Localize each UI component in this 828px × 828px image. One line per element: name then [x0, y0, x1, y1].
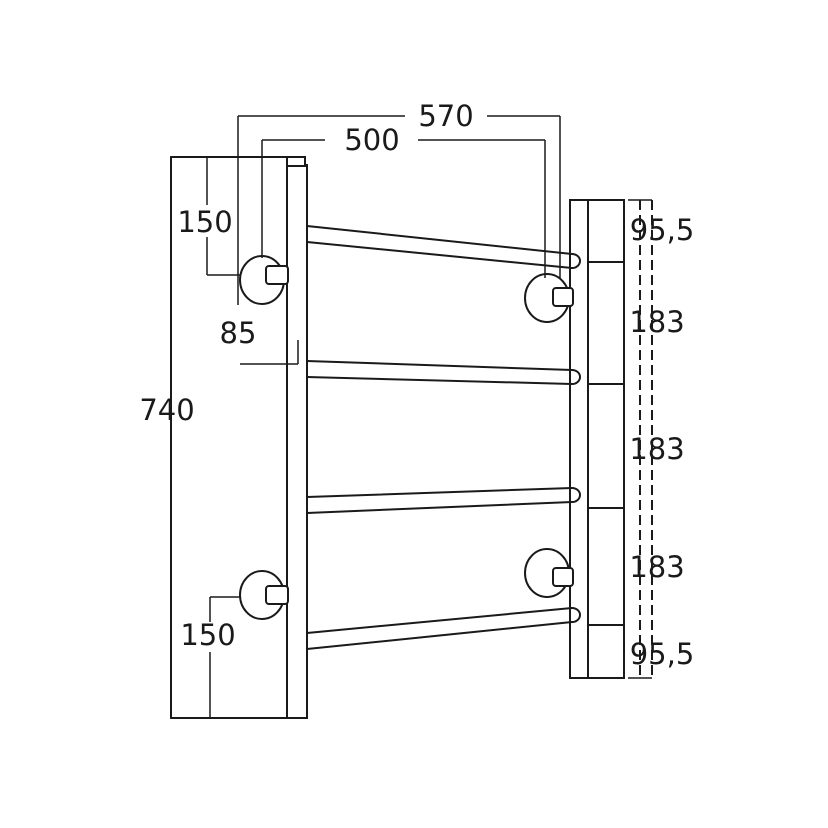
- dimension-right-chain: [628, 199, 653, 679]
- dimension-183-2: 183: [629, 432, 684, 466]
- dimension-500-lines: [261, 139, 546, 278]
- bracket-bottom-right: [524, 548, 574, 598]
- bracket-top-right: [524, 273, 574, 323]
- dimension-150-bottom-lines: [209, 596, 240, 718]
- dimension-570: 570: [418, 99, 473, 133]
- dimension-570-lines: [237, 115, 561, 305]
- dimension-150-top-lines: [206, 157, 240, 276]
- dimension-85-lines: [240, 340, 299, 365]
- dimension-95-5-bottom: 95,5: [630, 637, 695, 671]
- dimension-500: 500: [344, 123, 399, 157]
- dimension-150-bottom: 150: [180, 618, 235, 652]
- rail-bar-1: [306, 225, 581, 269]
- dimension-95-5-top: 95,5: [630, 213, 695, 247]
- dimension-183-1: 183: [629, 305, 684, 339]
- dimension-150-top: 150: [177, 205, 232, 239]
- rail-bar-4: [306, 607, 581, 650]
- bracket-top-left: [239, 255, 289, 305]
- dimension-183-3: 183: [629, 550, 684, 584]
- dimension-85: 85: [220, 316, 257, 350]
- left-upright: [286, 156, 308, 719]
- rail-bar-2: [306, 360, 581, 385]
- right-side-view: [569, 199, 625, 679]
- dimension-740: 740: [139, 393, 194, 427]
- bracket-bottom-left: [239, 570, 289, 620]
- rail-bar-3: [306, 487, 581, 514]
